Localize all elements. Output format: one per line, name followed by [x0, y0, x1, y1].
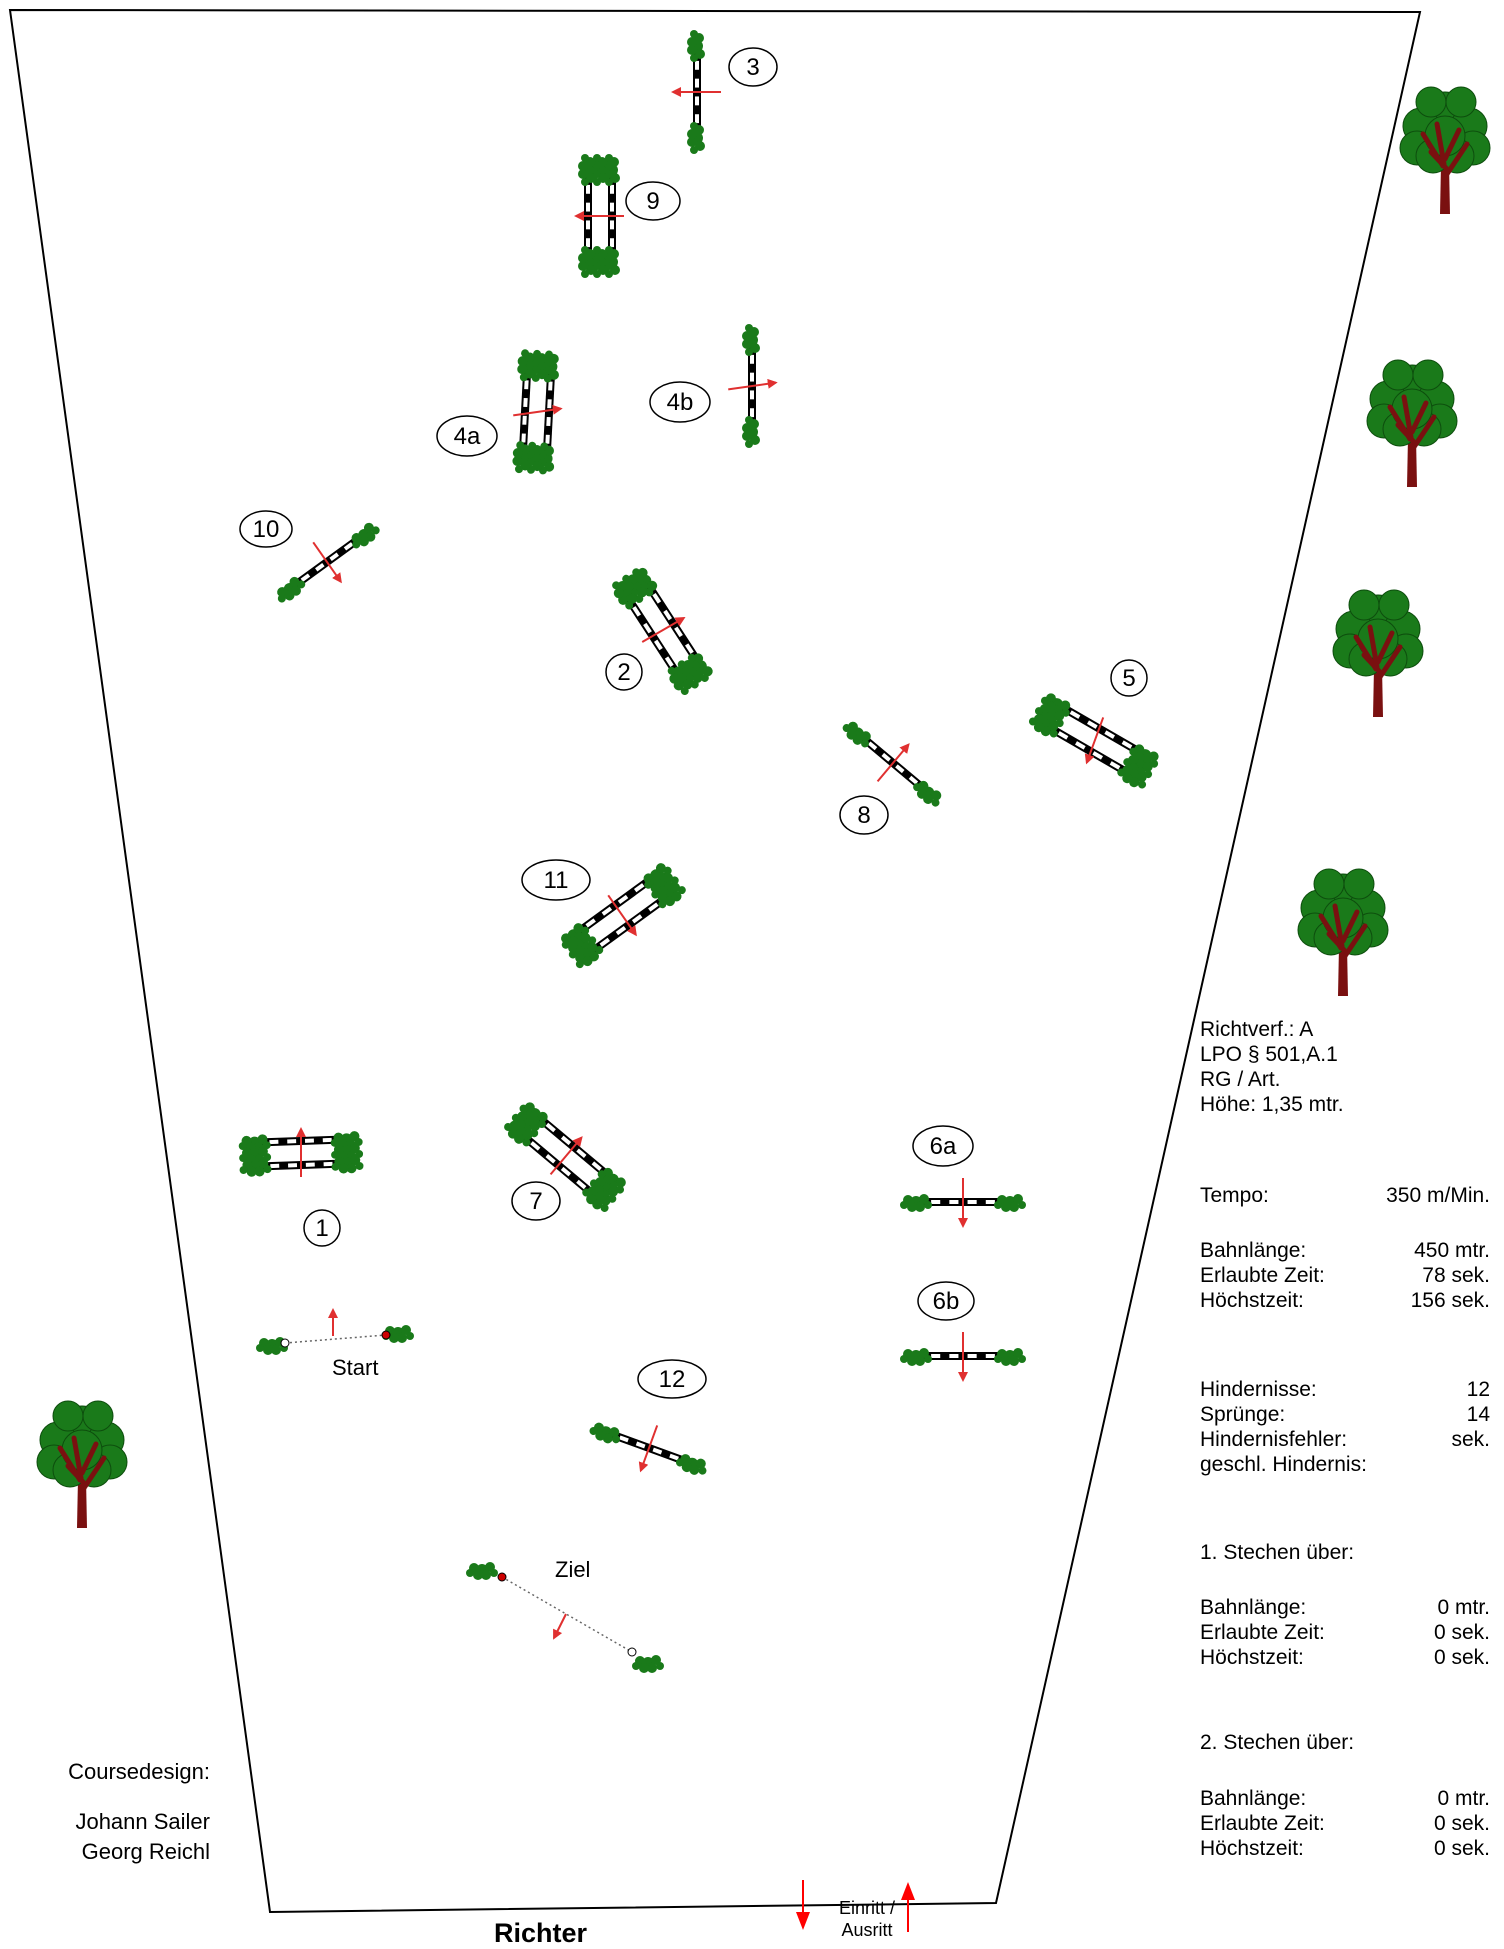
svg-text:2: 2 [617, 659, 630, 686]
direction-arrow-icon [607, 894, 637, 937]
credits-title: Coursedesign: [68, 1759, 210, 1784]
svg-text:5: 5 [1122, 665, 1135, 692]
obstacle-number-8: 8 [839, 795, 889, 835]
direction-arrow-icon [876, 743, 910, 783]
jumpoff-1-length-value: 0 mtr. [1437, 1596, 1490, 1619]
richtverfahren: Richtverf.: A [1200, 1018, 1314, 1041]
svg-text:11: 11 [544, 867, 569, 894]
obstacle-5 [1025, 689, 1164, 793]
gate-label: Einritt / Ausritt [822, 1897, 912, 1941]
jumpoff-2-limit-label: Höchstzeit: [1200, 1837, 1304, 1860]
svg-text:8: 8 [857, 802, 870, 829]
jumps-value: 14 [1466, 1403, 1490, 1426]
course-stats: Bahnlänge: 450 mtr. Erlaubte Zeit: 78 sek.… [1200, 1238, 1490, 1313]
obstacle-number-3: 3 [728, 47, 778, 87]
time-limit-value: 156 sek. [1410, 1289, 1490, 1312]
tree-icon [37, 1401, 127, 1528]
direction-arrow-icon [513, 404, 563, 417]
obstacle-number-6b: 6b [917, 1281, 975, 1321]
svg-text:6a: 6a [930, 1133, 957, 1160]
tree-icon [1400, 87, 1490, 214]
obstacle-number-12: 12 [637, 1359, 707, 1399]
jumpoff-1-length-label: Bahnlänge: [1200, 1596, 1307, 1619]
jumpoff-2-length-label: Bahnlänge: [1200, 1787, 1307, 1810]
direction-arrow-icon [728, 378, 778, 391]
svg-text:1: 1 [315, 1215, 328, 1242]
obstacle-number-2: 2 [605, 653, 643, 691]
obstacle-4a [511, 348, 561, 475]
tree-icon [1333, 590, 1423, 717]
arena-boundary [8, 8, 1422, 1914]
svg-text:7: 7 [529, 1188, 542, 1215]
closed-obstacle-label: geschl. Hindernis: [1200, 1453, 1367, 1476]
tempo-row: Tempo: 350 m/Min. [1200, 1183, 1490, 1208]
obstacle-stats: Hindernisse: 12 Sprünge: 14 Hindernisfehle… [1200, 1377, 1490, 1477]
obstacles-label: Hindernisse: [1200, 1378, 1317, 1401]
exit-arrow-icon [901, 1882, 915, 1932]
svg-text:10: 10 [253, 516, 280, 543]
direction-arrow-icon [549, 1136, 583, 1176]
height: Höhe: 1,35 mtr. [1200, 1093, 1344, 1116]
rules-block: Richtverf.: A LPO § 501,A.1 RG / Art. Hö… [1200, 1017, 1490, 1117]
jumpoff-2-title: 2. Stechen über: [1200, 1731, 1355, 1754]
jumpoff-2-limit-value: 0 sek. [1433, 1837, 1490, 1860]
time-allowed-value: 78 sek. [1422, 1264, 1490, 1287]
jumpoff-2-time-value: 0 sek. [1433, 1812, 1490, 1835]
rg-art: RG / Art. [1200, 1068, 1281, 1091]
course-length-label: Bahnlänge: [1200, 1239, 1307, 1262]
svg-text:4a: 4a [454, 423, 481, 450]
jumpoff-1-stats: Bahnlänge: 0 mtr. Erlaubte Zeit: 0 sek. Hö… [1200, 1595, 1490, 1670]
svg-text:3: 3 [746, 54, 759, 81]
obstacle-number-5: 5 [1110, 659, 1148, 697]
svg-text:12: 12 [659, 1366, 686, 1393]
jumpoff-1-limit-value: 0 sek. [1433, 1646, 1490, 1669]
tempo-label: Tempo: [1200, 1184, 1269, 1207]
obstacle-number-4b: 4b [649, 381, 711, 423]
lpo-reference: LPO § 501,A.1 [1200, 1043, 1338, 1066]
course-length-value: 450 mtr. [1414, 1239, 1490, 1262]
jumpoff-1-title: 1. Stechen über: [1200, 1541, 1355, 1564]
gate-label-entry: Einritt / [838, 1898, 895, 1918]
obstacle-number-6a: 6a [912, 1125, 974, 1167]
svg-text:4b: 4b [667, 389, 694, 416]
designer-2: Georg Reichl [81, 1839, 210, 1864]
direction-arrow-icon [1084, 717, 1105, 765]
obstacle-number-4a: 4a [436, 415, 498, 457]
jumpoff-1-time-value: 0 sek. [1433, 1621, 1490, 1644]
obstacle-number-11: 11 [521, 859, 591, 901]
obstacle-number-10: 10 [239, 510, 293, 548]
finish-label: Ziel [555, 1557, 590, 1582]
direction-arrow-icon [641, 616, 686, 643]
jumps-label: Sprünge: [1200, 1403, 1286, 1426]
jumpoff-2-time-label: Erlaubte Zeit: [1200, 1812, 1325, 1835]
jumpoff-2-length-value: 0 mtr. [1437, 1787, 1490, 1810]
time-allowed-label: Erlaubte Zeit: [1200, 1264, 1325, 1287]
obstacle-faults-value: sek. [1451, 1428, 1490, 1451]
obstacle-number-7: 7 [511, 1181, 561, 1221]
obstacle-faults-label: Hindernisfehler: [1200, 1428, 1348, 1451]
start-label: Start [332, 1355, 378, 1380]
designer-1: Johann Sailer [75, 1809, 210, 1834]
jumpoff-1-time-label: Erlaubte Zeit: [1200, 1621, 1325, 1644]
start-line [256, 1308, 414, 1355]
jumpoff-2-stats: Bahnlänge: 0 mtr. Erlaubte Zeit: 0 sek. Hö… [1200, 1786, 1490, 1861]
svg-text:9: 9 [646, 188, 659, 215]
judge-label: Richter [494, 1918, 588, 1948]
time-limit-label: Höchstzeit: [1200, 1289, 1304, 1312]
svg-text:6b: 6b [933, 1288, 960, 1315]
tree-icon [1367, 360, 1457, 487]
obstacles-value: 12 [1466, 1378, 1490, 1401]
entry-arrow-icon [796, 1880, 810, 1930]
direction-arrow-icon [312, 541, 342, 584]
jumpoff-1-limit-label: Höchstzeit: [1200, 1646, 1304, 1669]
tempo-value: 350 m/Min. [1386, 1184, 1490, 1207]
finish-line [466, 1562, 664, 1673]
tree-icon [1298, 869, 1388, 996]
obstacle-number-1: 1 [303, 1209, 341, 1247]
gate-label-exit: Ausritt [841, 1920, 893, 1940]
direction-arrow-icon [638, 1425, 659, 1473]
obstacle-number-9: 9 [625, 181, 681, 221]
